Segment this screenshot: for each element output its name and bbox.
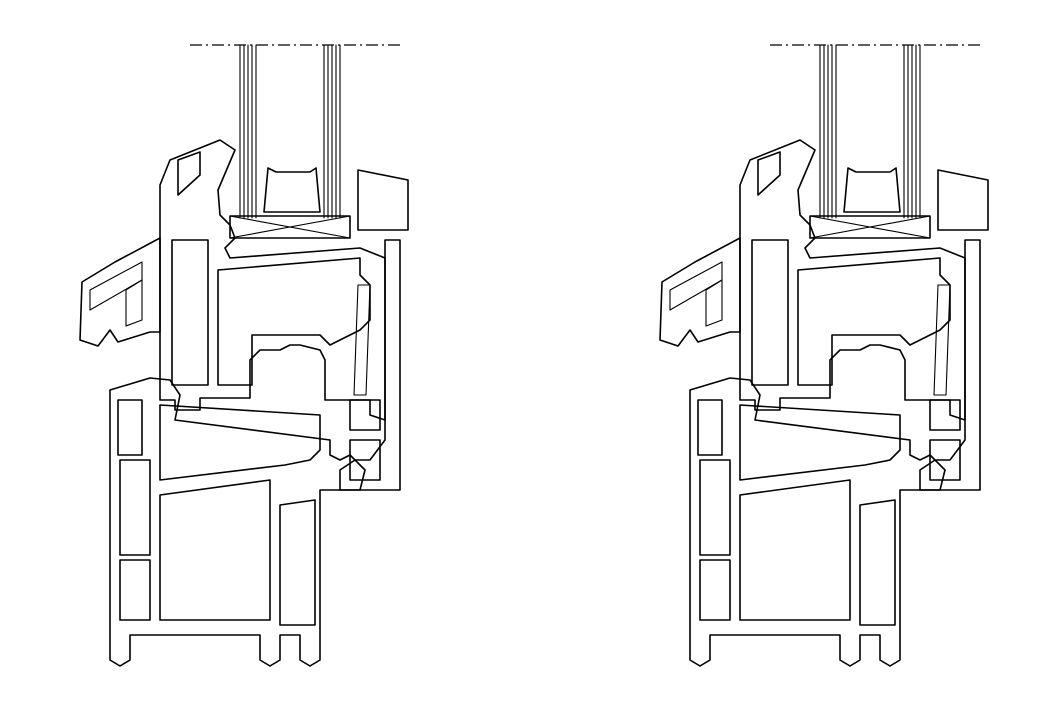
section-left xyxy=(79,44,409,667)
section-right xyxy=(659,44,989,667)
